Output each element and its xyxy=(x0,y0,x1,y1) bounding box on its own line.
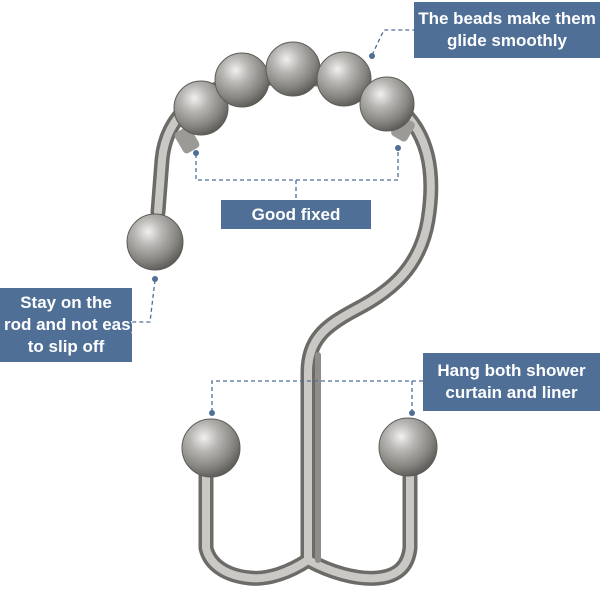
callout-line: Hang both shower xyxy=(437,361,586,380)
leader-dot xyxy=(369,53,375,59)
leader-beads xyxy=(371,29,414,56)
leader-dot xyxy=(409,410,415,416)
leader-hang-bracket xyxy=(211,380,413,412)
callout-stay-on-rod: Stay on the rod and not easy to slip off xyxy=(0,288,132,362)
callout-line: Good fixed xyxy=(251,204,341,224)
leader-lines xyxy=(132,29,423,416)
bead xyxy=(359,76,415,132)
callout-line: to slip off xyxy=(27,337,105,356)
bead xyxy=(214,52,270,108)
callout-line: Stay on the xyxy=(20,293,112,312)
leader-dot xyxy=(152,276,158,282)
callout-line: glide smoothly xyxy=(447,31,567,50)
callout-line: curtain and liner xyxy=(445,383,578,402)
callout-hang-both: Hang both shower curtain and liner xyxy=(423,353,600,411)
callout-line: The beads make them xyxy=(418,9,596,28)
leader-dot xyxy=(193,150,199,156)
roller-beads xyxy=(173,41,415,136)
end-ball-hook-right xyxy=(378,417,438,477)
leader-fixed-bracket xyxy=(195,150,399,181)
end-ball-top-left xyxy=(126,213,184,271)
bead xyxy=(316,51,372,107)
callout-beads-glide: The beads make them glide smoothly xyxy=(414,2,600,58)
leader-dot xyxy=(209,410,215,416)
leader-dot xyxy=(395,145,401,151)
leader-stay xyxy=(132,279,156,323)
end-ball-hook-left xyxy=(181,418,241,478)
bead xyxy=(265,41,321,97)
bead xyxy=(173,80,229,136)
callout-line: rod and not easy xyxy=(4,315,132,334)
callout-good-fixed: Good fixed xyxy=(221,200,371,229)
